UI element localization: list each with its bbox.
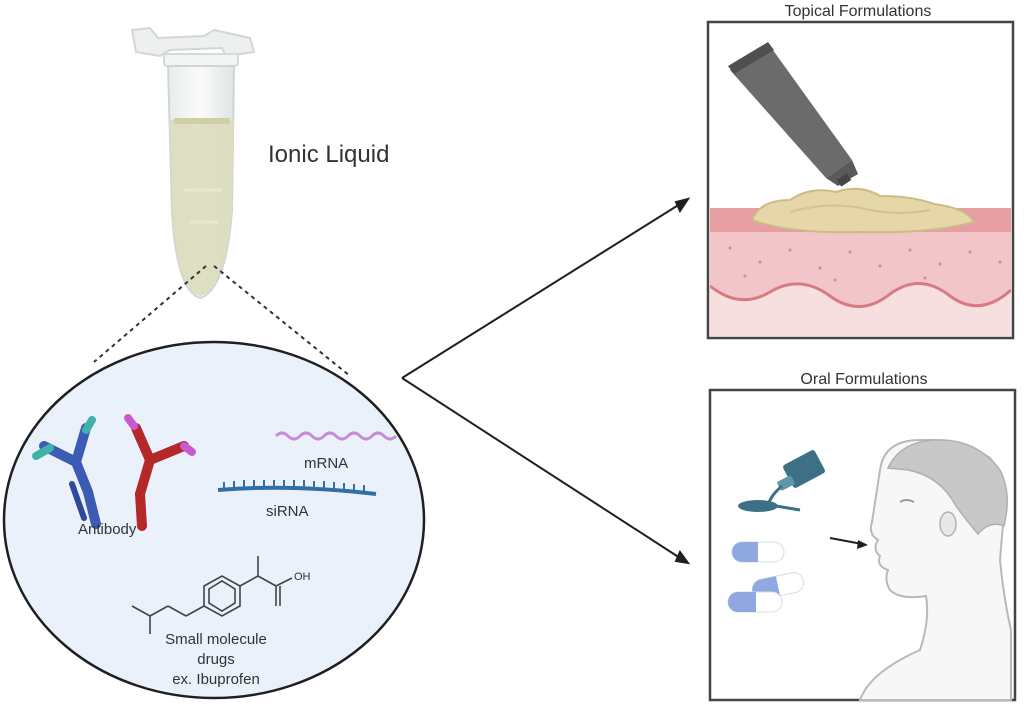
sirna-label: siRNA [266,503,309,520]
branch-arrows [401,197,691,565]
small-molecule-label-line2: drugs [197,651,235,668]
eppendorf-tube-icon [130,26,256,300]
capsule-icon-1 [731,541,785,563]
zoom-connector-lines [93,265,351,377]
topical-formulations-panel [706,20,1015,340]
antibody-label: Antibody [78,521,137,538]
ibuprofen-structure-icon [131,556,293,634]
skin-texture-dots [728,246,1002,282]
cream-blob-icon [750,187,976,234]
person-profile-icon [858,438,1012,701]
mrna-label: mRNA [304,455,348,472]
capsule-icon-3 [727,591,783,613]
oral-panel-title: Oral Formulations [800,371,927,388]
antibody-red-icon [124,414,196,531]
ingestion-arrow [829,537,868,549]
spoon-icon [738,500,801,512]
oral-formulations-panel [708,388,1017,702]
oh-group-label: OH [294,571,311,583]
ionic-liquid-label: Ionic Liquid [268,141,389,168]
antibody-blue-icon [32,416,101,529]
topical-panel-title: Topical Formulations [785,3,932,20]
ointment-tube-icon [728,42,858,187]
small-molecule-label-line1: Small molecule [165,631,267,648]
sirna-strand-icon [217,480,377,496]
zoom-inset-circle: Antibody mRNA siRNA [2,340,426,700]
mrna-strand-icon [274,431,398,441]
small-molecule-label-line3: ex. Ibuprofen [172,671,260,688]
